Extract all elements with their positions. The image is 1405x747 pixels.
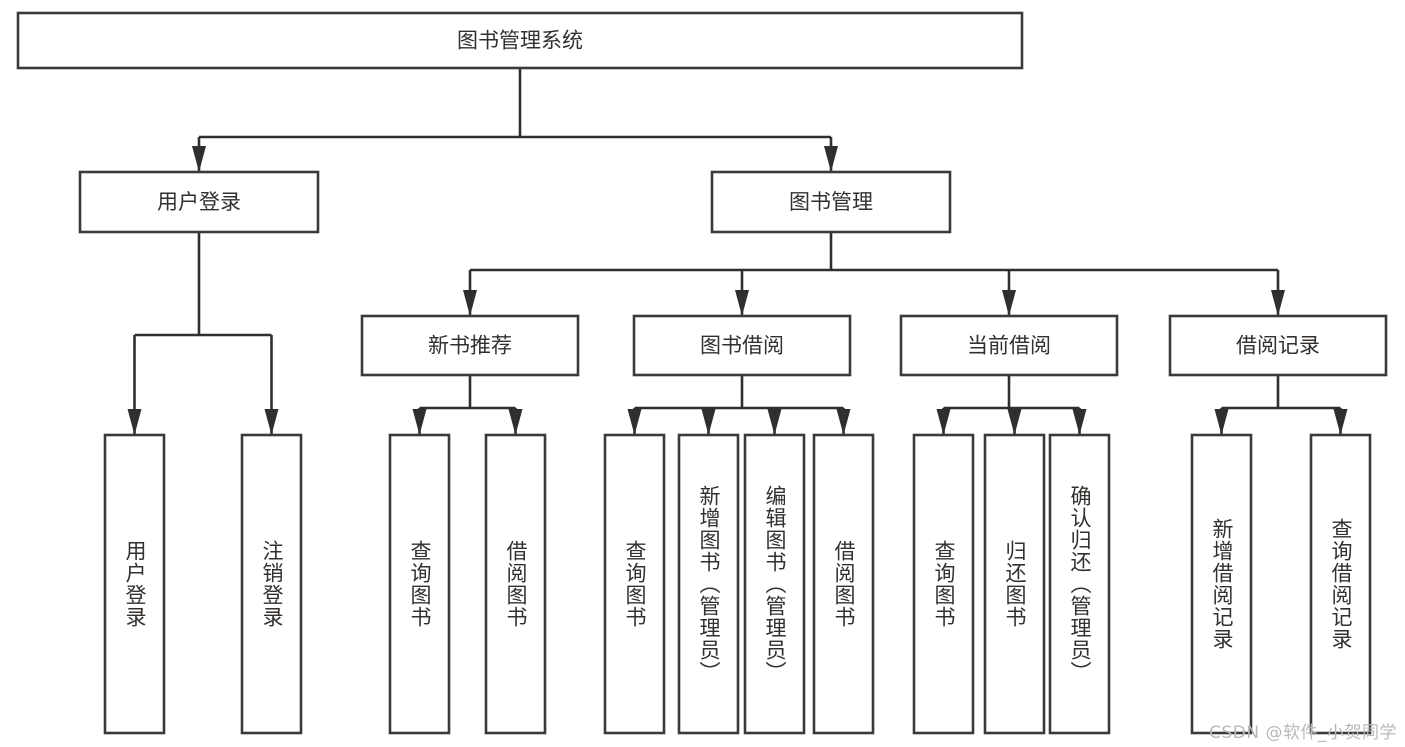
- leaf-node-box[interactable]: [743, 433, 806, 735]
- level2-node-label: 用户登录: [157, 190, 241, 214]
- level3-node-box[interactable]: [360, 314, 580, 377]
- level3-node-box[interactable]: [632, 314, 852, 377]
- level3-node-label: 当前借阅: [967, 334, 1051, 358]
- leaf-node-box[interactable]: [388, 433, 451, 735]
- arrow-head-icon: [412, 409, 427, 435]
- level2-node-box[interactable]: [78, 170, 320, 234]
- node-box-layer: [16, 11, 1388, 735]
- arrow-head-icon: [1002, 290, 1016, 316]
- csdn-watermark: CSDN @软件_小贺同学: [1209, 723, 1397, 743]
- leaf-node-box[interactable]: [1309, 433, 1372, 735]
- level3-node-box[interactable]: [899, 314, 1119, 377]
- leaf-node-box[interactable]: [103, 433, 166, 735]
- arrow-head-icon: [735, 290, 749, 316]
- leaf-node-box[interactable]: [1048, 433, 1111, 735]
- arrow-head-icon: [127, 409, 142, 435]
- leaf-node-box[interactable]: [677, 433, 740, 735]
- arrow-head-icon: [1007, 409, 1022, 435]
- level3-node-label: 借阅记录: [1236, 334, 1320, 358]
- level3-node-label: 新书推荐: [428, 334, 512, 358]
- connector-layer: [127, 68, 1348, 435]
- leaf-node-box[interactable]: [484, 433, 547, 735]
- arrow-head-icon: [192, 146, 206, 172]
- root-node-box[interactable]: [16, 11, 1024, 70]
- arrow-head-icon: [701, 409, 716, 435]
- arrow-head-icon: [1271, 290, 1285, 316]
- arrow-head-icon: [824, 146, 838, 172]
- leaf-node-box[interactable]: [912, 433, 975, 735]
- level3-node-label: 图书借阅: [700, 334, 784, 358]
- arrow-head-icon: [508, 409, 523, 435]
- arrow-head-icon: [1333, 409, 1348, 435]
- arrow-head-icon: [627, 409, 642, 435]
- arrow-head-icon: [264, 409, 279, 435]
- arrow-head-icon: [936, 409, 951, 435]
- level2-node-box[interactable]: [710, 170, 952, 234]
- arrow-head-icon: [767, 409, 782, 435]
- leaf-node-box[interactable]: [1190, 433, 1253, 735]
- level2-node-label: 图书管理: [789, 190, 873, 214]
- arrow-head-icon: [1214, 409, 1229, 435]
- arrow-head-icon: [463, 290, 477, 316]
- leaf-node-box[interactable]: [603, 433, 666, 735]
- root-node-label: 图书管理系统: [457, 29, 583, 53]
- arrow-head-icon: [836, 409, 851, 435]
- level3-node-box[interactable]: [1168, 314, 1388, 377]
- leaf-node-box[interactable]: [240, 433, 303, 735]
- leaf-node-box[interactable]: [812, 433, 875, 735]
- leaf-node-box[interactable]: [983, 433, 1046, 735]
- arrow-head-icon: [1072, 409, 1087, 435]
